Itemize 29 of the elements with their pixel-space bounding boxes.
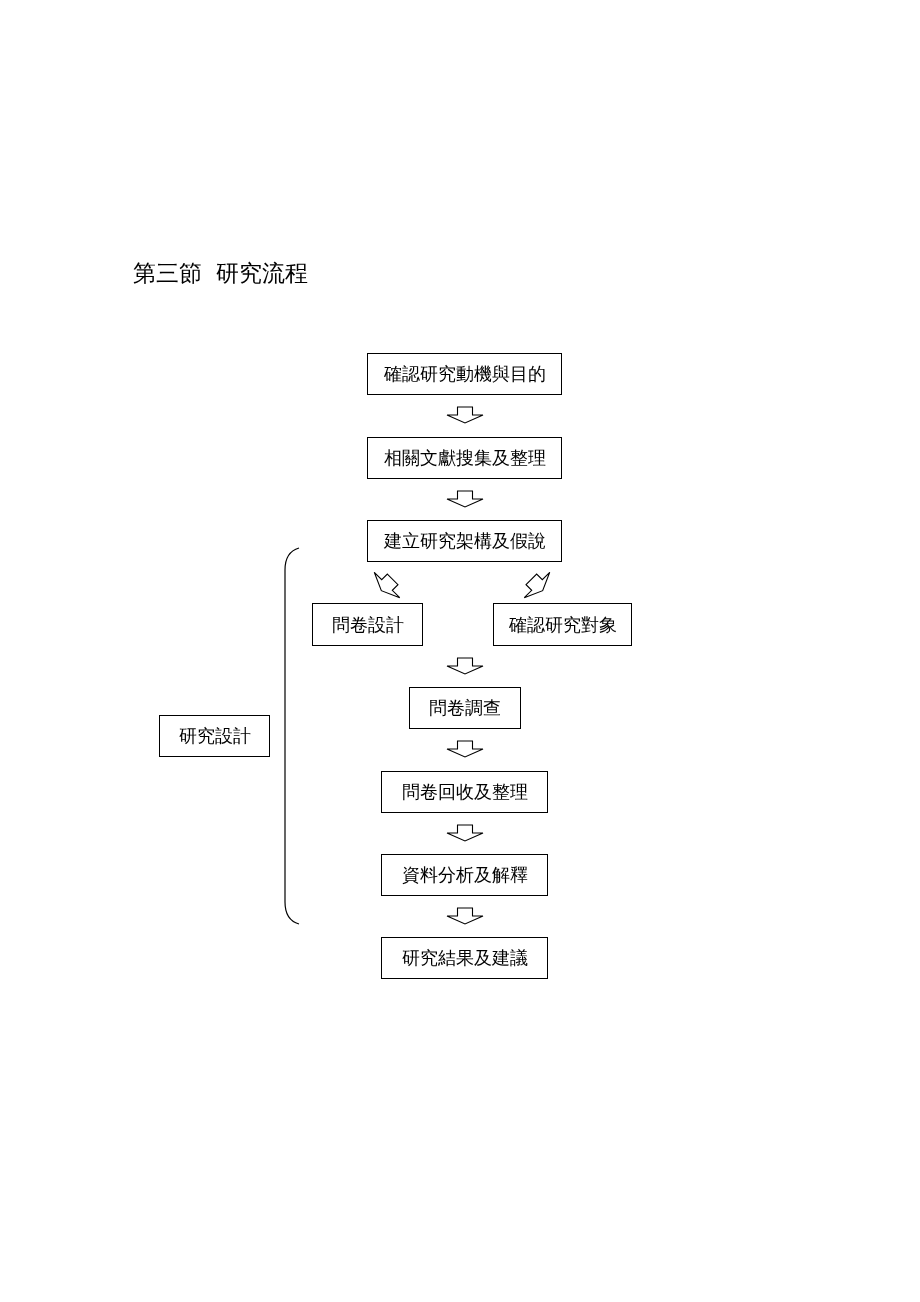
section-heading: 第三節 研究流程 <box>133 259 309 288</box>
step-label: 相關文獻搜集及整理 <box>383 447 546 469</box>
step-label: 研究設計 <box>178 725 251 747</box>
block-arrow <box>523 571 551 599</box>
step-label: 研究結果及建議 <box>401 947 528 969</box>
process-box <box>381 854 548 896</box>
block-arrow <box>446 657 484 675</box>
step-label: 問卷回收及整理 <box>401 781 528 803</box>
block-arrow <box>446 490 484 508</box>
step-label: 確認研究動機與目的 <box>383 363 546 385</box>
block-arrow <box>446 740 484 758</box>
block-arrow <box>446 907 484 925</box>
process-box <box>367 353 562 395</box>
block-arrow <box>446 406 484 424</box>
phase-box <box>159 715 270 757</box>
block-arrow <box>446 824 484 842</box>
process-box <box>312 603 423 646</box>
process-box <box>367 437 562 479</box>
process-box <box>493 603 632 646</box>
block-arrow <box>373 571 401 599</box>
process-box <box>381 937 548 979</box>
process-box <box>381 771 548 813</box>
process-box <box>367 520 562 562</box>
step-label: 資料分析及解釋 <box>401 864 528 886</box>
process-box <box>409 687 521 729</box>
step-label: 確認研究對象 <box>508 613 617 636</box>
step-label: 問卷設計 <box>331 613 404 636</box>
step-label: 建立研究架構及假說 <box>383 530 546 552</box>
step-label: 問卷調查 <box>429 697 501 719</box>
